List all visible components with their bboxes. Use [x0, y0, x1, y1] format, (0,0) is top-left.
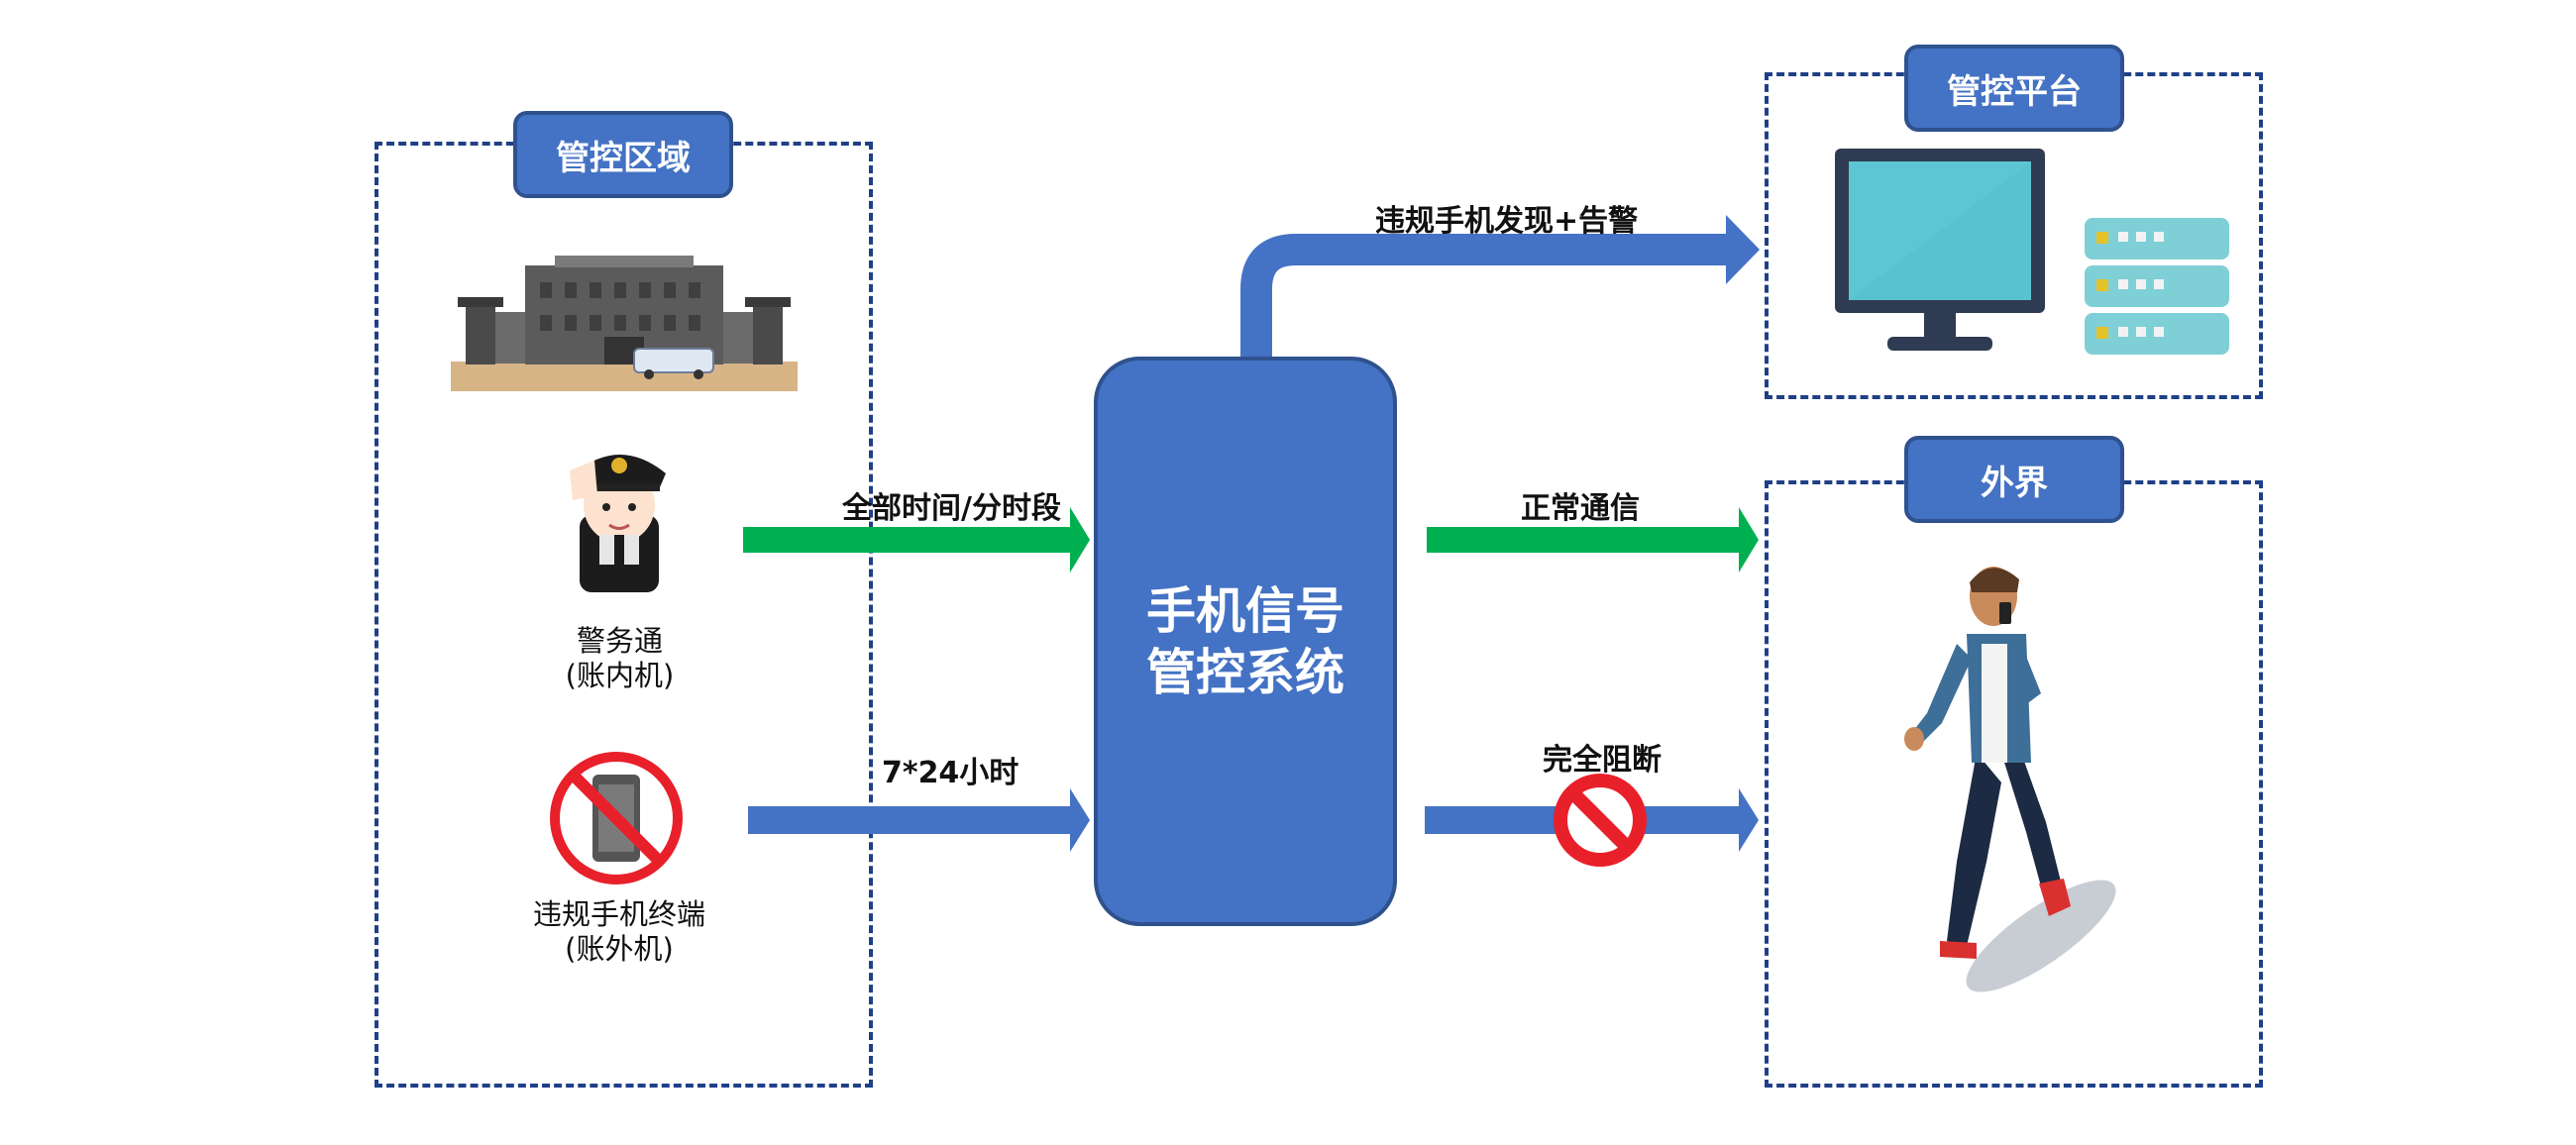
signal-control-system-box: 手机信号 管控系统: [1094, 357, 1397, 926]
illegal-device-name: 违规手机终端: [532, 897, 705, 931]
normal-comm-arrow: [1427, 507, 1759, 572]
alert-arrow: [1240, 215, 1760, 359]
person-on-phone-icon: [1904, 567, 2116, 992]
alert-arrow-label: 违规手机发现+告警: [1375, 204, 1639, 239]
police-officer-icon: [570, 455, 666, 592]
block-label: 完全阻断: [1543, 743, 1662, 778]
police-device-caption: 警务通 (账内机): [543, 624, 697, 693]
police-device-note: (账内机): [565, 659, 675, 692]
center-box-line1: 手机信号: [1146, 581, 1344, 640]
illegal-device-caption: 违规手机终端 (账外机): [515, 897, 723, 967]
illegal-device-note: (账外机): [565, 932, 674, 966]
control-area-tag: 管控区域: [513, 111, 733, 198]
allday-arrow: [748, 788, 1090, 852]
center-box-line2: 管控系统: [1146, 643, 1344, 701]
monitor-icon: [1835, 149, 2045, 351]
outside-tag: 外界: [1904, 436, 2124, 523]
time-arrow: [743, 507, 1090, 572]
server-icon: [2085, 218, 2229, 355]
allday-arrow-label: 7*24小时: [882, 756, 1020, 790]
platform-tag: 管控平台: [1904, 45, 2124, 132]
prohibited-phone-icon: [550, 752, 683, 885]
time-arrow-label: 全部时间/分时段: [842, 491, 1061, 526]
prison-building-icon: [451, 256, 798, 391]
normal-comm-label: 正常通信: [1521, 491, 1640, 526]
police-device-name: 警务通: [576, 624, 663, 658]
block-icon: [1554, 774, 1647, 867]
